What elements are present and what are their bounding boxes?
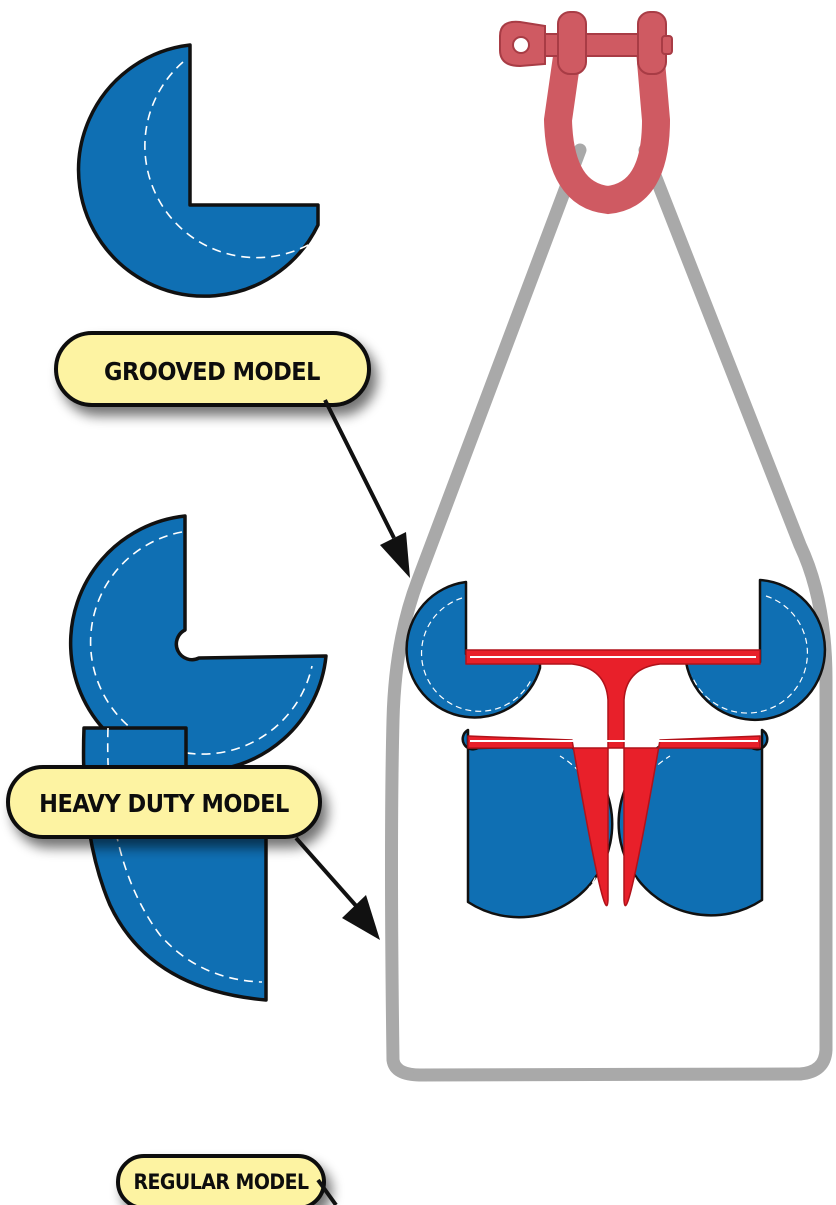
grooved-protector-shape: [76, 43, 320, 298]
sling-left-leg: [385, 143, 587, 1082]
grooved-protector-large: [76, 43, 331, 298]
heavy-duty-label-text: HEAVY DUTY MODEL: [39, 789, 289, 818]
arrow-grooved-head: [380, 532, 410, 578]
arrow-grooved: [323, 399, 410, 578]
regular-label-pill: [116, 1154, 326, 1205]
shackle-ear-left: [557, 11, 587, 75]
grooved-protector-top-left: [405, 580, 542, 719]
grooved-label-pill: [54, 331, 371, 407]
arrow-regular: [316, 1178, 338, 1205]
grooved-label-text: GROOVED MODEL: [104, 357, 320, 386]
heavy-duty-model-label: HEAVY DUTY MODEL: [6, 765, 322, 839]
arrow-regular-shaft: [316, 1178, 338, 1205]
grooved-protector-stitching: [144, 61, 331, 259]
round-sling: [385, 143, 833, 1082]
i-beam: [465, 649, 761, 907]
grooved-protector-top-right: [684, 578, 827, 722]
heavy-duty-protector-stitching: [89, 531, 313, 755]
shackle-bow: [543, 48, 671, 215]
arrow-heavy-duty: [294, 836, 380, 940]
arrow-heavy-duty-head: [342, 895, 380, 940]
arrow-grooved-shaft: [323, 399, 396, 539]
heavy-duty-label-pill: [6, 765, 322, 839]
sling-bottom: [413, 1067, 807, 1082]
shackle-pin-hole: [512, 36, 530, 54]
shackle-icon: [499, 11, 673, 215]
regular-label-text: REGULAR MODEL: [133, 1170, 309, 1194]
grooved-model-label: GROOVED MODEL: [54, 331, 371, 407]
i-beam-shape: [465, 649, 761, 907]
regular-model-label: REGULAR MODEL: [116, 1154, 326, 1205]
heavy-duty-protector-bottom-right: [617, 728, 769, 931]
shackle-pin-end: [661, 35, 673, 55]
arrow-heavy-duty-shaft: [294, 836, 360, 910]
sling-right-leg: [638, 143, 833, 1081]
